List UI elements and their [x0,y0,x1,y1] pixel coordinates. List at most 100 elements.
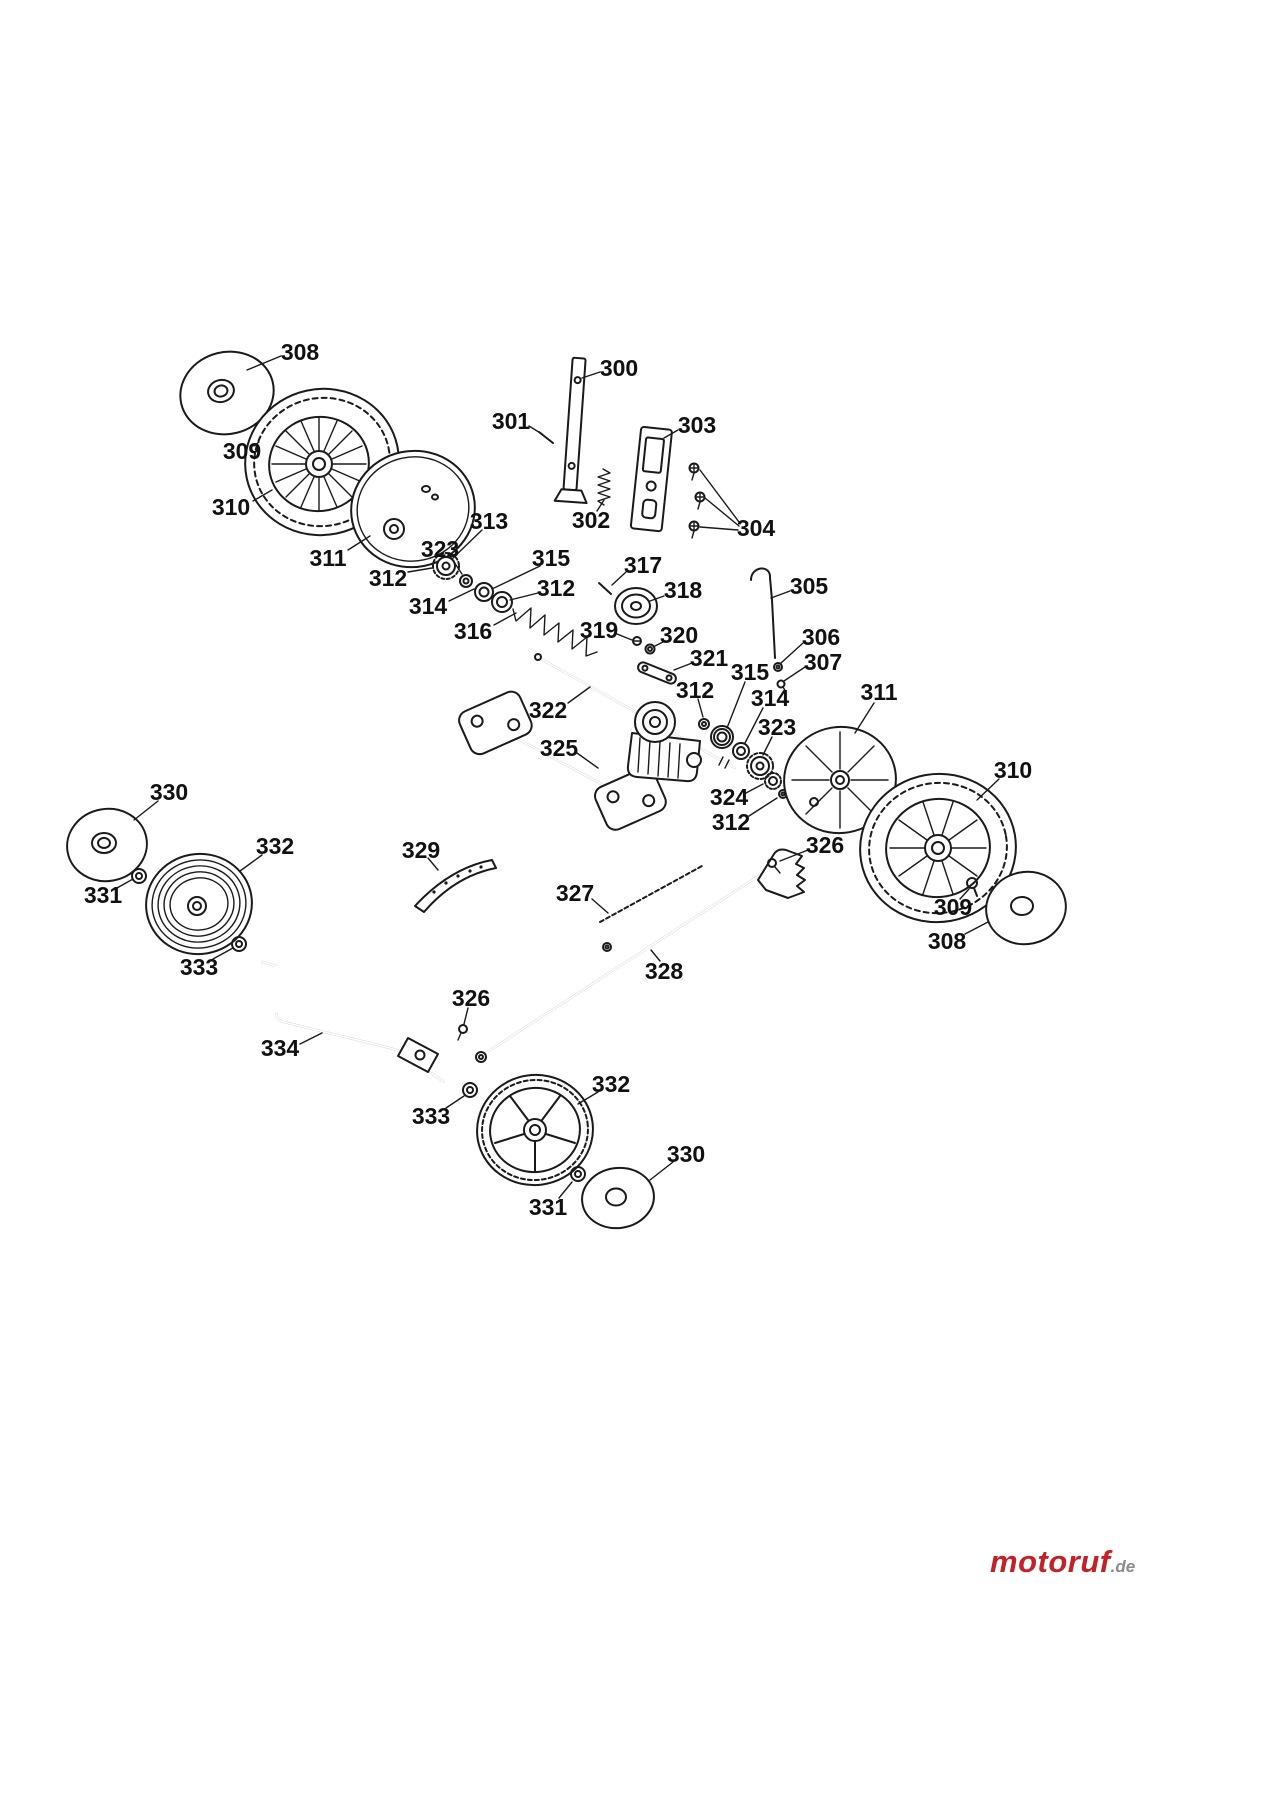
leader-line [591,898,609,914]
part-number-label: 305 [790,573,829,599]
part-314-washer-right [732,742,750,760]
leader-line [959,888,970,900]
part-331-washer-rear-left [131,868,147,884]
leader-line [726,681,746,729]
leader-line [448,588,475,602]
part-number-label: 316 [454,618,492,644]
part-number-label: 331 [84,882,123,908]
part-303-mounting-plate [629,426,673,533]
leader-line [611,571,627,586]
leader-line [697,698,704,718]
leader-line [116,878,134,889]
part-300-bracket-strip [553,356,588,504]
part-number-label: 321 [690,645,729,671]
part-308-hub-cap-right [985,870,1067,946]
part-number-label: 330 [150,779,188,805]
leader-line [252,489,273,502]
part-318-belt-pulley [614,587,658,625]
leader-line [253,441,260,447]
leader-line [491,565,541,590]
leader-line [246,355,282,371]
part-333-washer-rear-center [462,1082,478,1098]
leader-line [299,1032,323,1045]
part-number-label: 309 [934,894,972,920]
part-number-label: 312 [369,565,407,591]
leader-line [347,535,371,551]
leader-line [427,857,439,871]
part-312-pinion-gear [432,552,460,580]
part-number-label: 317 [624,552,662,578]
part-306-washer [773,662,783,672]
part-number-label: 331 [529,1194,568,1220]
part-332-wheel-rear-left [145,852,253,956]
part-315-ring [491,591,513,613]
leader-line [650,949,661,962]
leader-line [493,612,517,626]
part-327-threaded-rod [599,865,703,923]
leader-line [509,592,539,601]
logo: motoruf.de [990,1544,1135,1580]
leader-line [744,707,764,744]
part-304-screws [688,462,706,539]
part-number-label: 333 [412,1103,450,1129]
part-number-label: 334 [261,1035,300,1061]
part-324-ratchet-gear [764,772,782,790]
part-number-label: 323 [758,714,796,740]
part-number-label: 332 [592,1071,630,1097]
part-number-label: 333 [180,954,218,980]
part-333-washer-rear-left [231,936,247,952]
part-334-axle-rod [261,961,445,1083]
part-number-label: 332 [256,833,294,859]
leader-line [745,783,764,794]
part-number-label: 325 [540,735,579,761]
leader-line [451,529,483,560]
leader-line [445,1095,465,1109]
leader-line [854,702,875,734]
part-323-gear-right [746,752,774,780]
part-number-label: 307 [804,649,842,675]
part-number-label: 315 [532,545,571,571]
part-312-washer-right [698,718,710,730]
leader-line [581,371,601,379]
leader-line [654,640,666,647]
leader-line [770,590,791,599]
leader-line [699,469,740,523]
part-number-label: 314 [409,593,448,619]
part-number-label: 310 [212,494,250,520]
part-number-label: 302 [572,507,610,533]
part-311-wheel-rim-right [783,725,897,835]
part-325-pivot-bracket [458,690,667,831]
part-number-label: 312 [537,575,575,601]
part-330-hub-cap-rear-center [581,1166,655,1230]
part-309-wheel-bolt-right [966,877,978,897]
part-number-label: 311 [860,679,897,705]
part-307-screw [776,679,787,693]
part-320-washer [644,643,656,655]
leader-line [558,1181,573,1199]
leader-line [964,921,989,935]
leader-line [463,1007,469,1025]
part-number-label: 330 [667,1141,705,1167]
part-number-label: 308 [281,339,320,365]
leader-line [616,633,633,641]
part-319-screw [632,636,642,646]
part-317-pin [598,582,612,595]
part-number-label: 318 [664,577,703,603]
part-number-label: 328 [645,958,684,984]
part-number-label: 319 [580,617,618,643]
part-number-label: 320 [660,622,698,648]
leader-line [663,429,679,439]
leader-line [567,686,591,704]
leader-line [576,752,599,769]
part-number-label: 303 [678,412,716,438]
part-number-label: 310 [994,757,1032,783]
part-302-spring-small [597,468,611,506]
part-number-label: 306 [802,624,840,650]
leader-line [449,555,463,575]
leader-line [704,497,740,527]
part-number-label: 329 [402,837,440,863]
part-number-label: 301 [492,408,531,434]
part-326-screw-upper [767,858,781,874]
part-number-label: 326 [452,985,490,1011]
